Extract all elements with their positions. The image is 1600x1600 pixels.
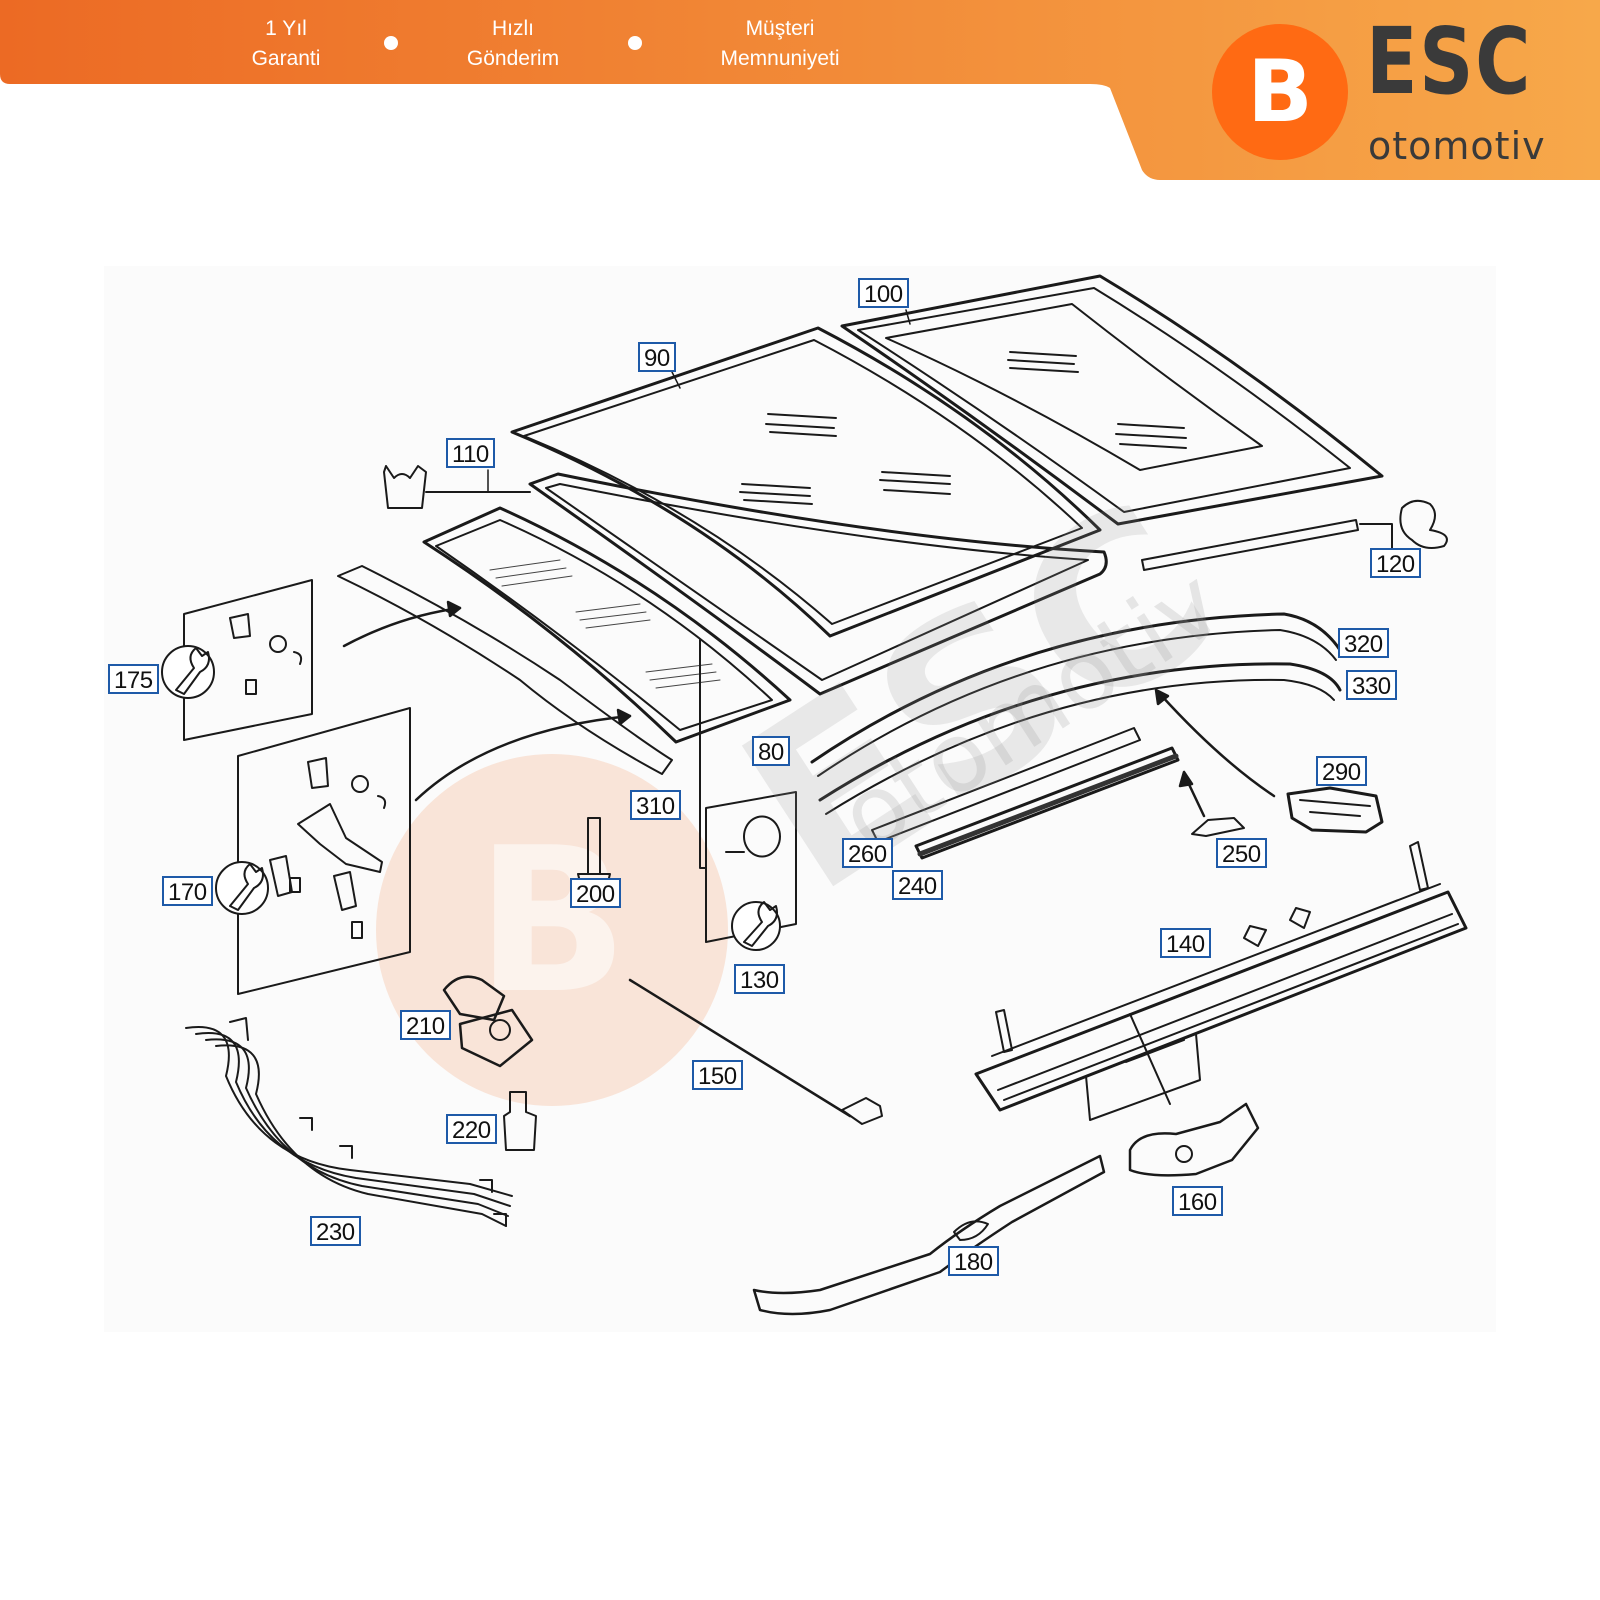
feature-satisfaction-line1: Müşteri (745, 17, 815, 40)
callout-200: 200 (570, 878, 621, 908)
banner-shape (0, 0, 1600, 180)
callout-310: 310 (630, 790, 681, 820)
callout-175: 175 (108, 664, 159, 694)
logo-subtitle: otomotiv (1368, 124, 1546, 168)
feature-warranty: 1 Yıl Garanti (236, 14, 336, 74)
callout-320: 320 (1338, 628, 1389, 658)
callout-120: 120 (1370, 548, 1421, 578)
callout-90: 90 (638, 342, 676, 372)
callout-130: 130 (734, 964, 785, 994)
callout-100: 100 (858, 278, 909, 308)
callout-260: 260 (842, 838, 893, 868)
callout-110: 110 (446, 438, 495, 468)
callout-140: 140 (1160, 928, 1211, 958)
separator-dot (384, 36, 398, 50)
feature-satisfaction-line2: Memnuniyeti (720, 47, 840, 70)
callout-160: 160 (1172, 1186, 1223, 1216)
watermark-circle (376, 754, 728, 1106)
logo-word: ESC (1366, 8, 1533, 115)
separator-dot (628, 36, 642, 50)
top-banner: 1 Yıl Garanti Hızlı Gönderim Müşteri Mem… (0, 0, 1600, 190)
diagram-background (104, 266, 1496, 1332)
feature-shipping-line2: Gönderim (466, 47, 560, 70)
feature-warranty-line2: Garanti (251, 47, 321, 70)
callout-290: 290 (1316, 756, 1367, 786)
callout-210: 210 (400, 1010, 451, 1040)
callout-240: 240 (892, 870, 943, 900)
callout-250: 250 (1216, 838, 1267, 868)
feature-shipping-line1: Hızlı (492, 17, 534, 40)
feature-satisfaction: Müşteri Memnuniyeti (700, 14, 860, 74)
callout-330: 330 (1346, 670, 1397, 700)
callout-150: 150 (692, 1060, 743, 1090)
watermark-mark: B (476, 805, 628, 1038)
feature-warranty-line1: 1 Yıl (265, 17, 307, 40)
feature-shipping: Hızlı Gönderim (448, 14, 578, 74)
logo-mark: B (1212, 24, 1348, 160)
callout-180: 180 (948, 1246, 999, 1276)
callout-230: 230 (310, 1216, 361, 1246)
callout-80: 80 (752, 736, 790, 766)
callout-220: 220 (446, 1114, 497, 1144)
callout-170: 170 (162, 876, 213, 906)
